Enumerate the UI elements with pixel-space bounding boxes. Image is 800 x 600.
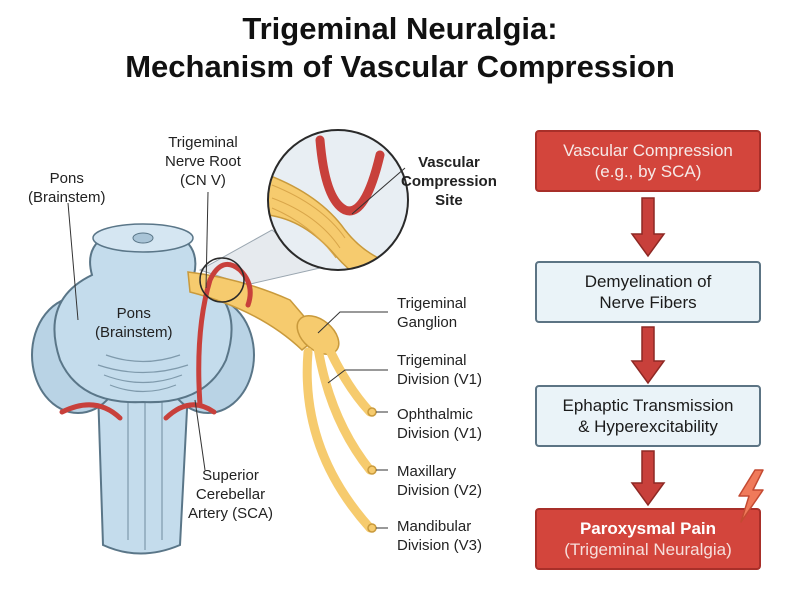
pons-striations [97, 354, 189, 393]
label-nerve-root: Trigeminal Nerve Root (CN V) [165, 134, 241, 189]
aqueduct [132, 232, 154, 244]
mandibular-division-nerve [302, 347, 375, 533]
title-line-2: Mechanism of Vascular Compression [125, 49, 675, 84]
flow-step-ephaptic-transmission: Ephaptic Transmission & Hyperexcitabilit… [535, 385, 761, 447]
leader-compression-site [351, 167, 406, 215]
mandibular-end [367, 523, 377, 533]
down-arrow-icon [630, 450, 666, 507]
flow-step-demyelination: Demyelination of Nerve Fibers [535, 261, 761, 323]
label-division-v1: Trigeminal Division (V1) [397, 352, 483, 388]
down-arrow-icon [630, 197, 666, 258]
sca-compressing-loop [196, 261, 253, 408]
leader-sca [194, 399, 206, 471]
flow-step-paroxysmal-pain: Paroxysmal Pain (Trigeminal Neuralgia) [535, 508, 761, 570]
label-sca: Superior Cerebellar Artery (SCA) [188, 467, 274, 522]
title-line-1: Trigeminal Neuralgia: [242, 11, 558, 46]
medulla [96, 389, 190, 555]
leader-ganglion [317, 311, 388, 334]
label-ophthalmic: Ophthalmic Division (V1) [397, 406, 483, 442]
leader-pons-outer [67, 202, 79, 321]
compression-site-circle [199, 257, 245, 303]
label-pons-outer: Pons (Brainstem) [28, 170, 106, 206]
label-maxillary: Maxillary Division (V2) [397, 463, 483, 499]
medulla-ridges [127, 400, 163, 550]
sca-right-branch [163, 402, 217, 421]
down-arrow-icon [630, 326, 666, 385]
label-pons-inner: Pons (Brainstem) [95, 305, 173, 341]
leader-division-v1 [327, 369, 388, 384]
ophthalmic-end [367, 407, 377, 417]
label-compression-site: Vascular Compression Site [401, 154, 497, 209]
sca-left-branch [59, 402, 123, 421]
label-mandibular: Mandibular Division (V3) [397, 518, 483, 554]
maxillary-division-nerve [313, 343, 375, 475]
ophthalmic-division-nerve [320, 335, 375, 417]
lightning-bolt-icon [738, 469, 764, 523]
maxillary-end [367, 465, 377, 475]
diagram-title: Trigeminal Neuralgia: Mechanism of Vascu… [0, 10, 800, 86]
flow-step-vascular-compression: Vascular Compression (e.g., by SCA) [535, 130, 761, 192]
label-ganglion: Trigeminal Ganglion [397, 295, 467, 331]
leader-nerve-root [205, 191, 209, 289]
